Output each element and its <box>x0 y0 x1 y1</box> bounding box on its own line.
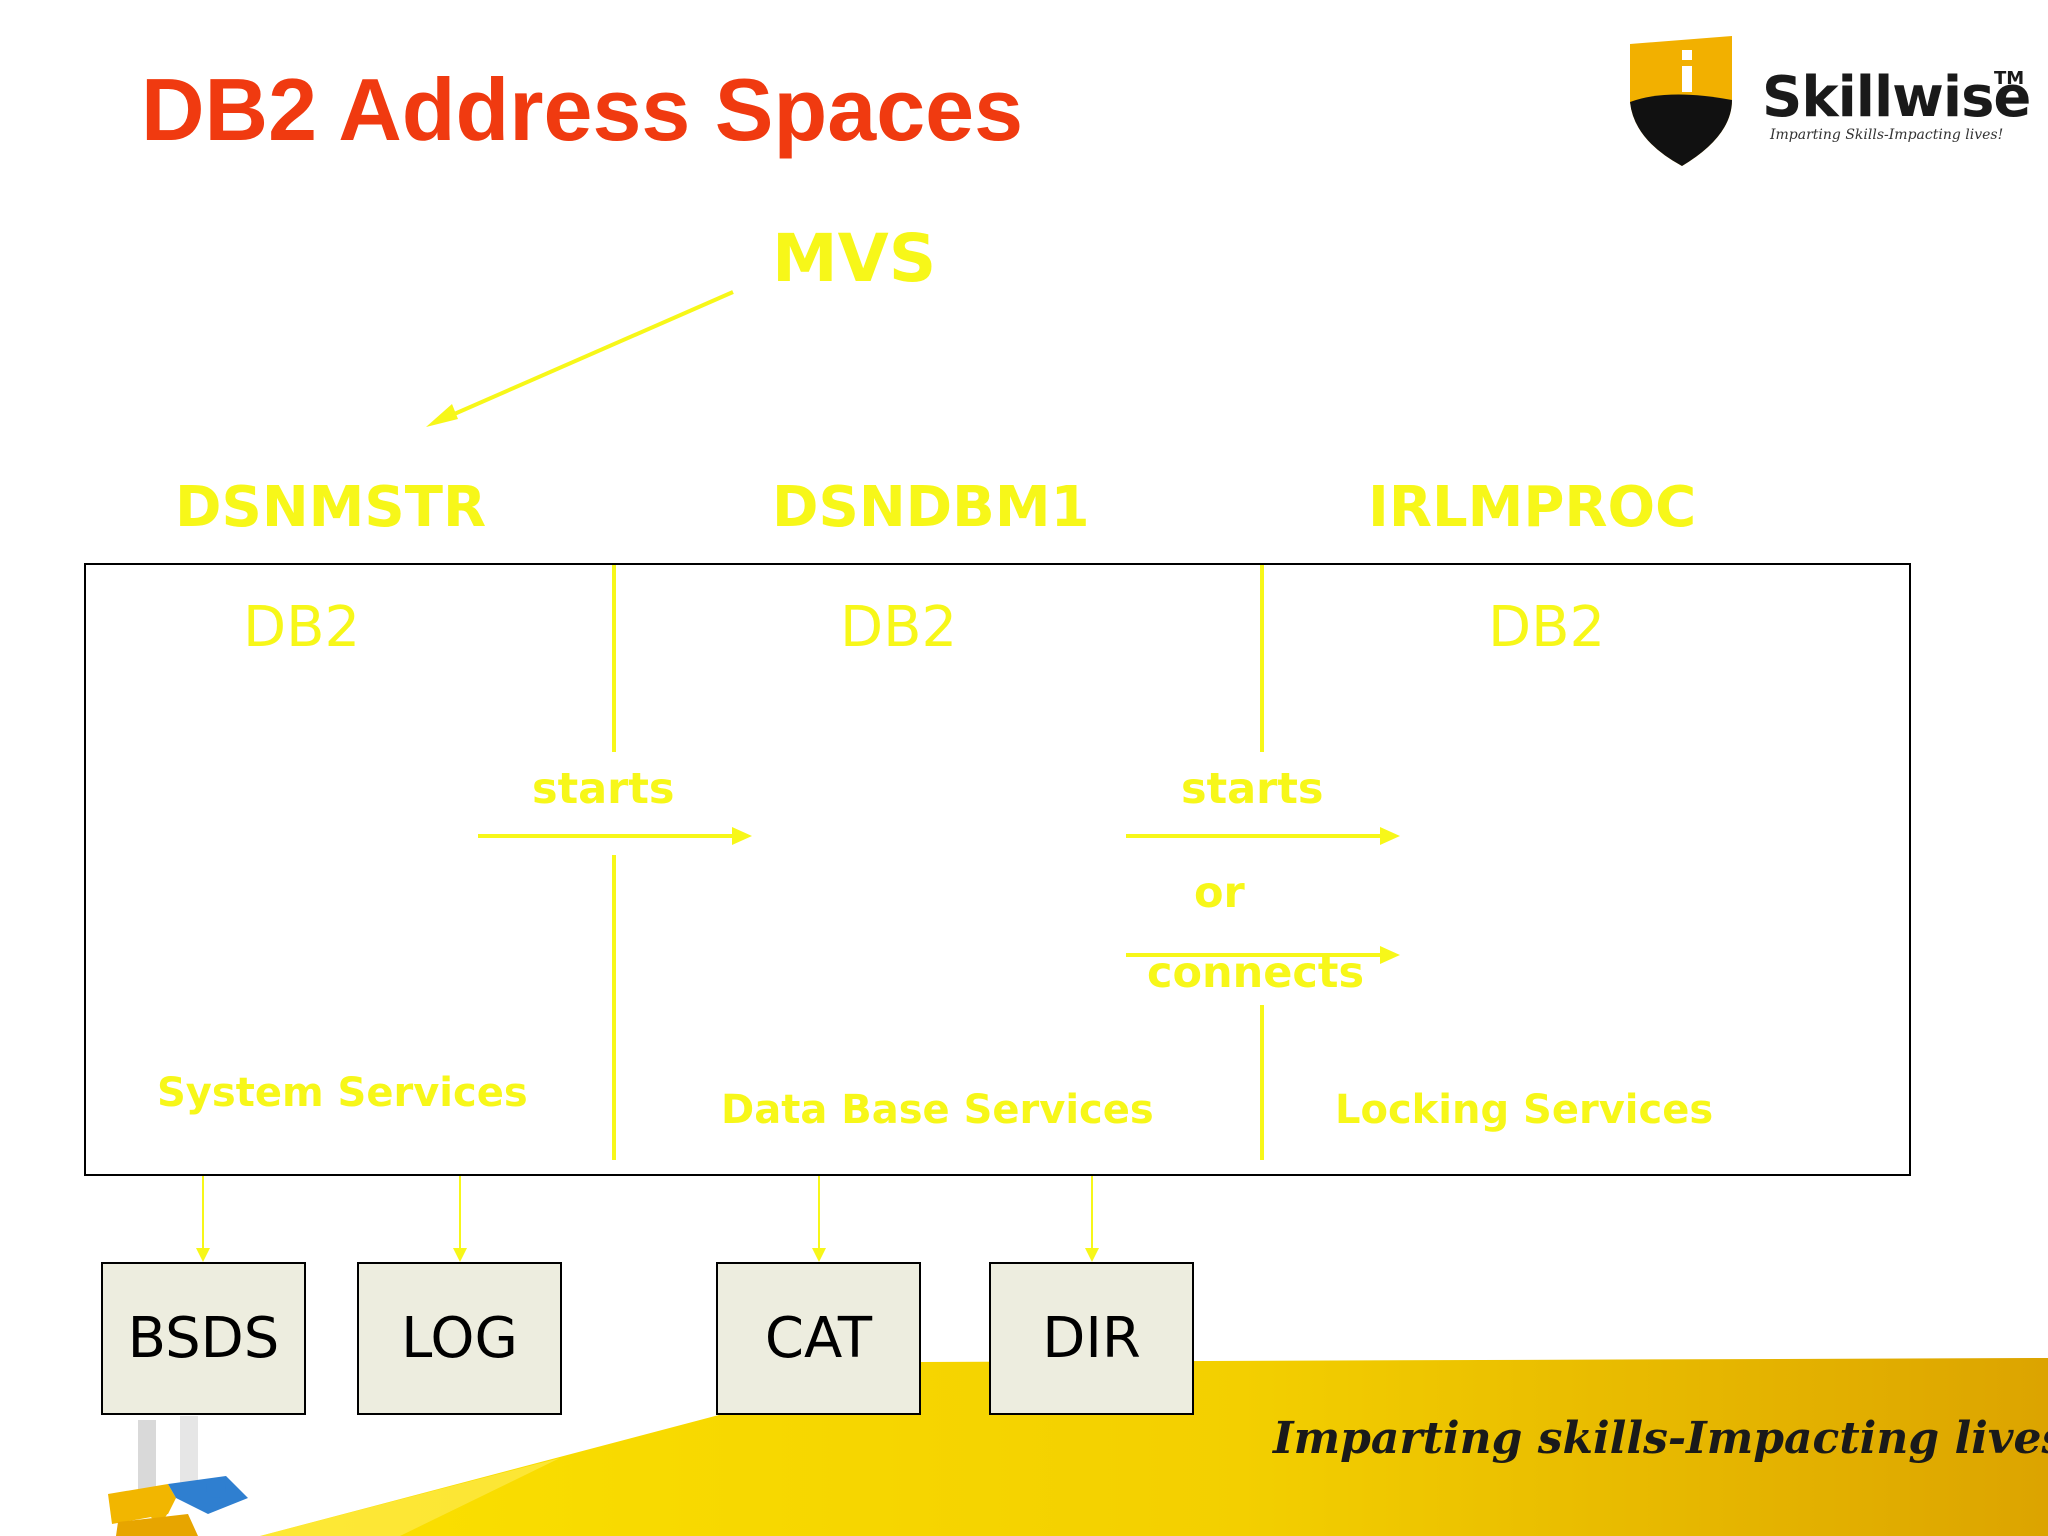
address-space-irlmproc: IRLMPROC <box>1368 475 1697 540</box>
db2-label-1: DB2 <box>243 595 361 660</box>
mvs-arrow-line <box>435 290 734 424</box>
slide-title: DB2 Address Spaces <box>141 60 1024 159</box>
bsds-arrow-head <box>196 1248 210 1262</box>
store-cat: CAT <box>716 1262 921 1415</box>
service-locking: Locking Services <box>1335 1087 1714 1133</box>
address-space-dsndbm1: DSNDBM1 <box>772 475 1090 540</box>
connects-arrow-head <box>1380 946 1400 964</box>
starts-arrow-1-head <box>732 827 752 845</box>
puzzle-people-illustration <box>108 1416 248 1536</box>
relation-connects: connects <box>1147 948 1365 998</box>
store-bsds: BSDS <box>101 1262 306 1415</box>
db2-address-spaces-box <box>84 563 1911 1176</box>
db2-label-3: DB2 <box>1488 595 1606 660</box>
log-arrow-head <box>453 1248 467 1262</box>
store-log: LOG <box>357 1262 562 1415</box>
logo-wordmark: Skillwise <box>1762 65 2031 130</box>
footer-tagline: Imparting skills-Impacting lives! <box>1273 1413 2048 1464</box>
dir-arrow-head <box>1085 1248 1099 1262</box>
starts-arrow-2-head <box>1380 827 1400 845</box>
service-database: Data Base Services <box>721 1087 1154 1133</box>
address-space-dsnmstr: DSNMSTR <box>175 475 487 540</box>
mvs-label: MVS <box>772 220 937 297</box>
logo-trademark: TM <box>1994 68 2025 89</box>
mvs-arrow-head <box>426 404 458 427</box>
cat-arrow-head <box>812 1248 826 1262</box>
skillwise-shield-logo-icon <box>1630 36 1732 166</box>
relation-or: or <box>1194 868 1245 918</box>
store-dir: DIR <box>989 1262 1194 1415</box>
relation-starts-2: starts <box>1181 764 1324 814</box>
db2-label-2: DB2 <box>840 595 958 660</box>
logo-tagline: Imparting Skills-Impacting lives! <box>1770 127 2004 143</box>
service-system: System Services <box>157 1070 528 1116</box>
relation-starts-1: starts <box>532 764 675 814</box>
